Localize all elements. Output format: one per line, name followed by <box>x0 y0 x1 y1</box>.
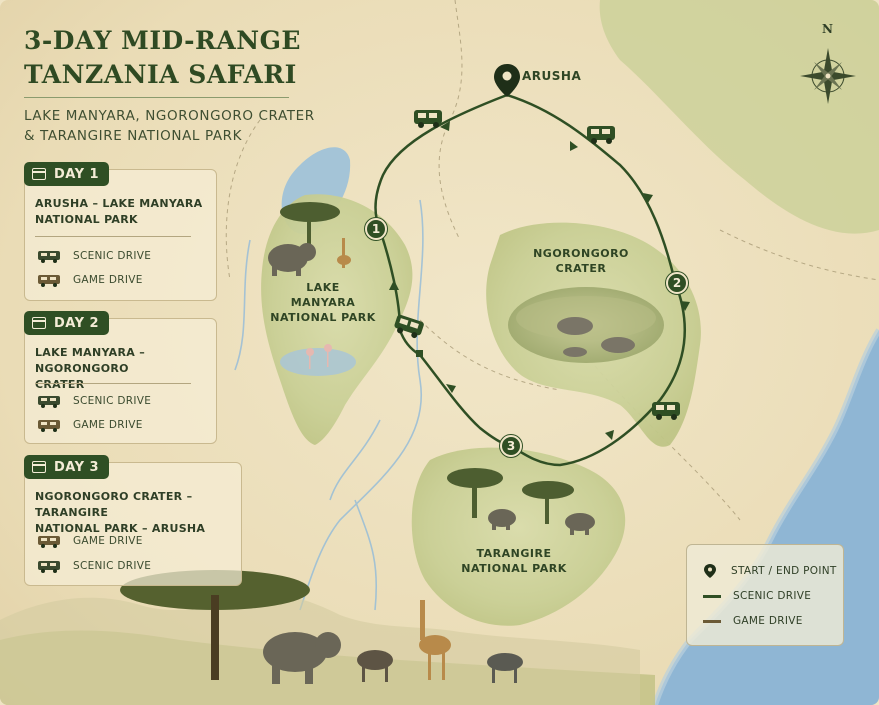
safari-jeep-icon <box>38 536 60 548</box>
arusha-label: ARUSHA <box>522 69 582 83</box>
map-legend: START / END POINT SCENIC DRIVE GAME DRIV… <box>686 544 844 646</box>
calendar-icon <box>32 461 46 473</box>
safari-jeep-icon <box>394 110 680 420</box>
route-scenic-day1 <box>374 93 509 232</box>
title-divider <box>24 97 289 98</box>
subtitle-line-2: & TARANGIRE NATIONAL PARK <box>24 128 243 144</box>
map-pin-icon <box>494 64 520 97</box>
tarangire-area <box>411 447 626 626</box>
tarangire-label: TARANGIRE NATIONAL PARK <box>461 547 567 575</box>
day-card-3: DAY 3 NGORONGORO CRATER – TARANGIRE NATI… <box>24 455 242 586</box>
calendar-icon <box>32 317 46 329</box>
safari-jeep-icon <box>38 561 60 573</box>
legend-item-start: START / END POINT <box>703 563 837 579</box>
giraffe-icon <box>337 238 451 680</box>
compass-north-label: N <box>822 22 833 36</box>
day-route: LAKE MANYARA – NGORONGORO CRATER <box>35 346 145 391</box>
scenic-line-icon <box>703 594 721 598</box>
page-subtitle: LAKE MANYARA, NGORONGORO CRATER & TARANG… <box>24 106 315 146</box>
day-route: ARUSHA – LAKE MANYARA NATIONAL PARK <box>35 197 203 226</box>
page-title: 3-DAY MID-RANGE TANZANIA SAFARI <box>24 24 301 92</box>
calendar-icon <box>32 168 46 180</box>
title-line-1: 3-DAY MID-RANGE <box>24 26 301 55</box>
wildebeest-icon <box>357 650 393 682</box>
subtitle-line-1: LAKE MANYARA, NGORONGORO CRATER <box>24 108 315 124</box>
stop-marker-3[interactable]: 3 <box>500 435 522 457</box>
flamingo-icon <box>306 344 332 369</box>
legend-item-game: GAME DRIVE <box>703 615 803 627</box>
rhino-icon <box>557 317 635 357</box>
day-route: NGORONGORO CRATER – TARANGIRE NATIONAL P… <box>35 490 206 535</box>
safari-jeep-icon <box>38 396 60 408</box>
map-pin-icon <box>704 564 716 578</box>
safari-jeep-icon <box>38 251 60 263</box>
day-badge: DAY 1 <box>24 162 110 186</box>
legend-item-scenic: SCENIC DRIVE <box>703 590 811 602</box>
game-line-icon <box>703 619 721 623</box>
drive-row: GAME DRIVE <box>37 417 143 433</box>
highland-area <box>599 0 879 234</box>
ngorongoro-label: NGORONGORO CRATER <box>533 247 629 275</box>
drive-row: SCENIC DRIVE <box>37 558 151 574</box>
card-divider <box>35 236 191 237</box>
drive-row: SCENIC DRIVE <box>37 248 151 264</box>
manyara-park-label: LAKE MANYARA NATIONAL PARK <box>270 281 376 324</box>
route-scenic-day3 <box>418 353 513 448</box>
compass-rose-icon <box>800 48 856 104</box>
card-divider <box>35 383 191 384</box>
elephant-icon <box>263 243 595 684</box>
drive-row: GAME DRIVE <box>37 272 143 288</box>
day-card-2: DAY 2 LAKE MANYARA – NGORONGORO CRATER S… <box>24 311 217 444</box>
zebra-icon <box>487 653 523 683</box>
stop-marker-2[interactable]: 2 <box>666 272 688 294</box>
drive-row: GAME DRIVE <box>37 533 143 549</box>
safari-jeep-icon <box>38 420 60 432</box>
drive-row: SCENIC DRIVE <box>37 393 151 409</box>
title-line-2: TANZANIA SAFARI <box>24 60 297 89</box>
route-game-day2 <box>509 280 687 467</box>
day-badge: DAY 3 <box>24 455 110 479</box>
day-badge: DAY 2 <box>24 311 110 335</box>
day-card-1: DAY 1 ARUSHA – LAKE MANYARA NATIONAL PAR… <box>24 162 217 301</box>
route-scenic-day2 <box>505 93 677 284</box>
safari-jeep-icon <box>38 275 60 287</box>
stop-marker-1[interactable]: 1 <box>365 218 387 240</box>
